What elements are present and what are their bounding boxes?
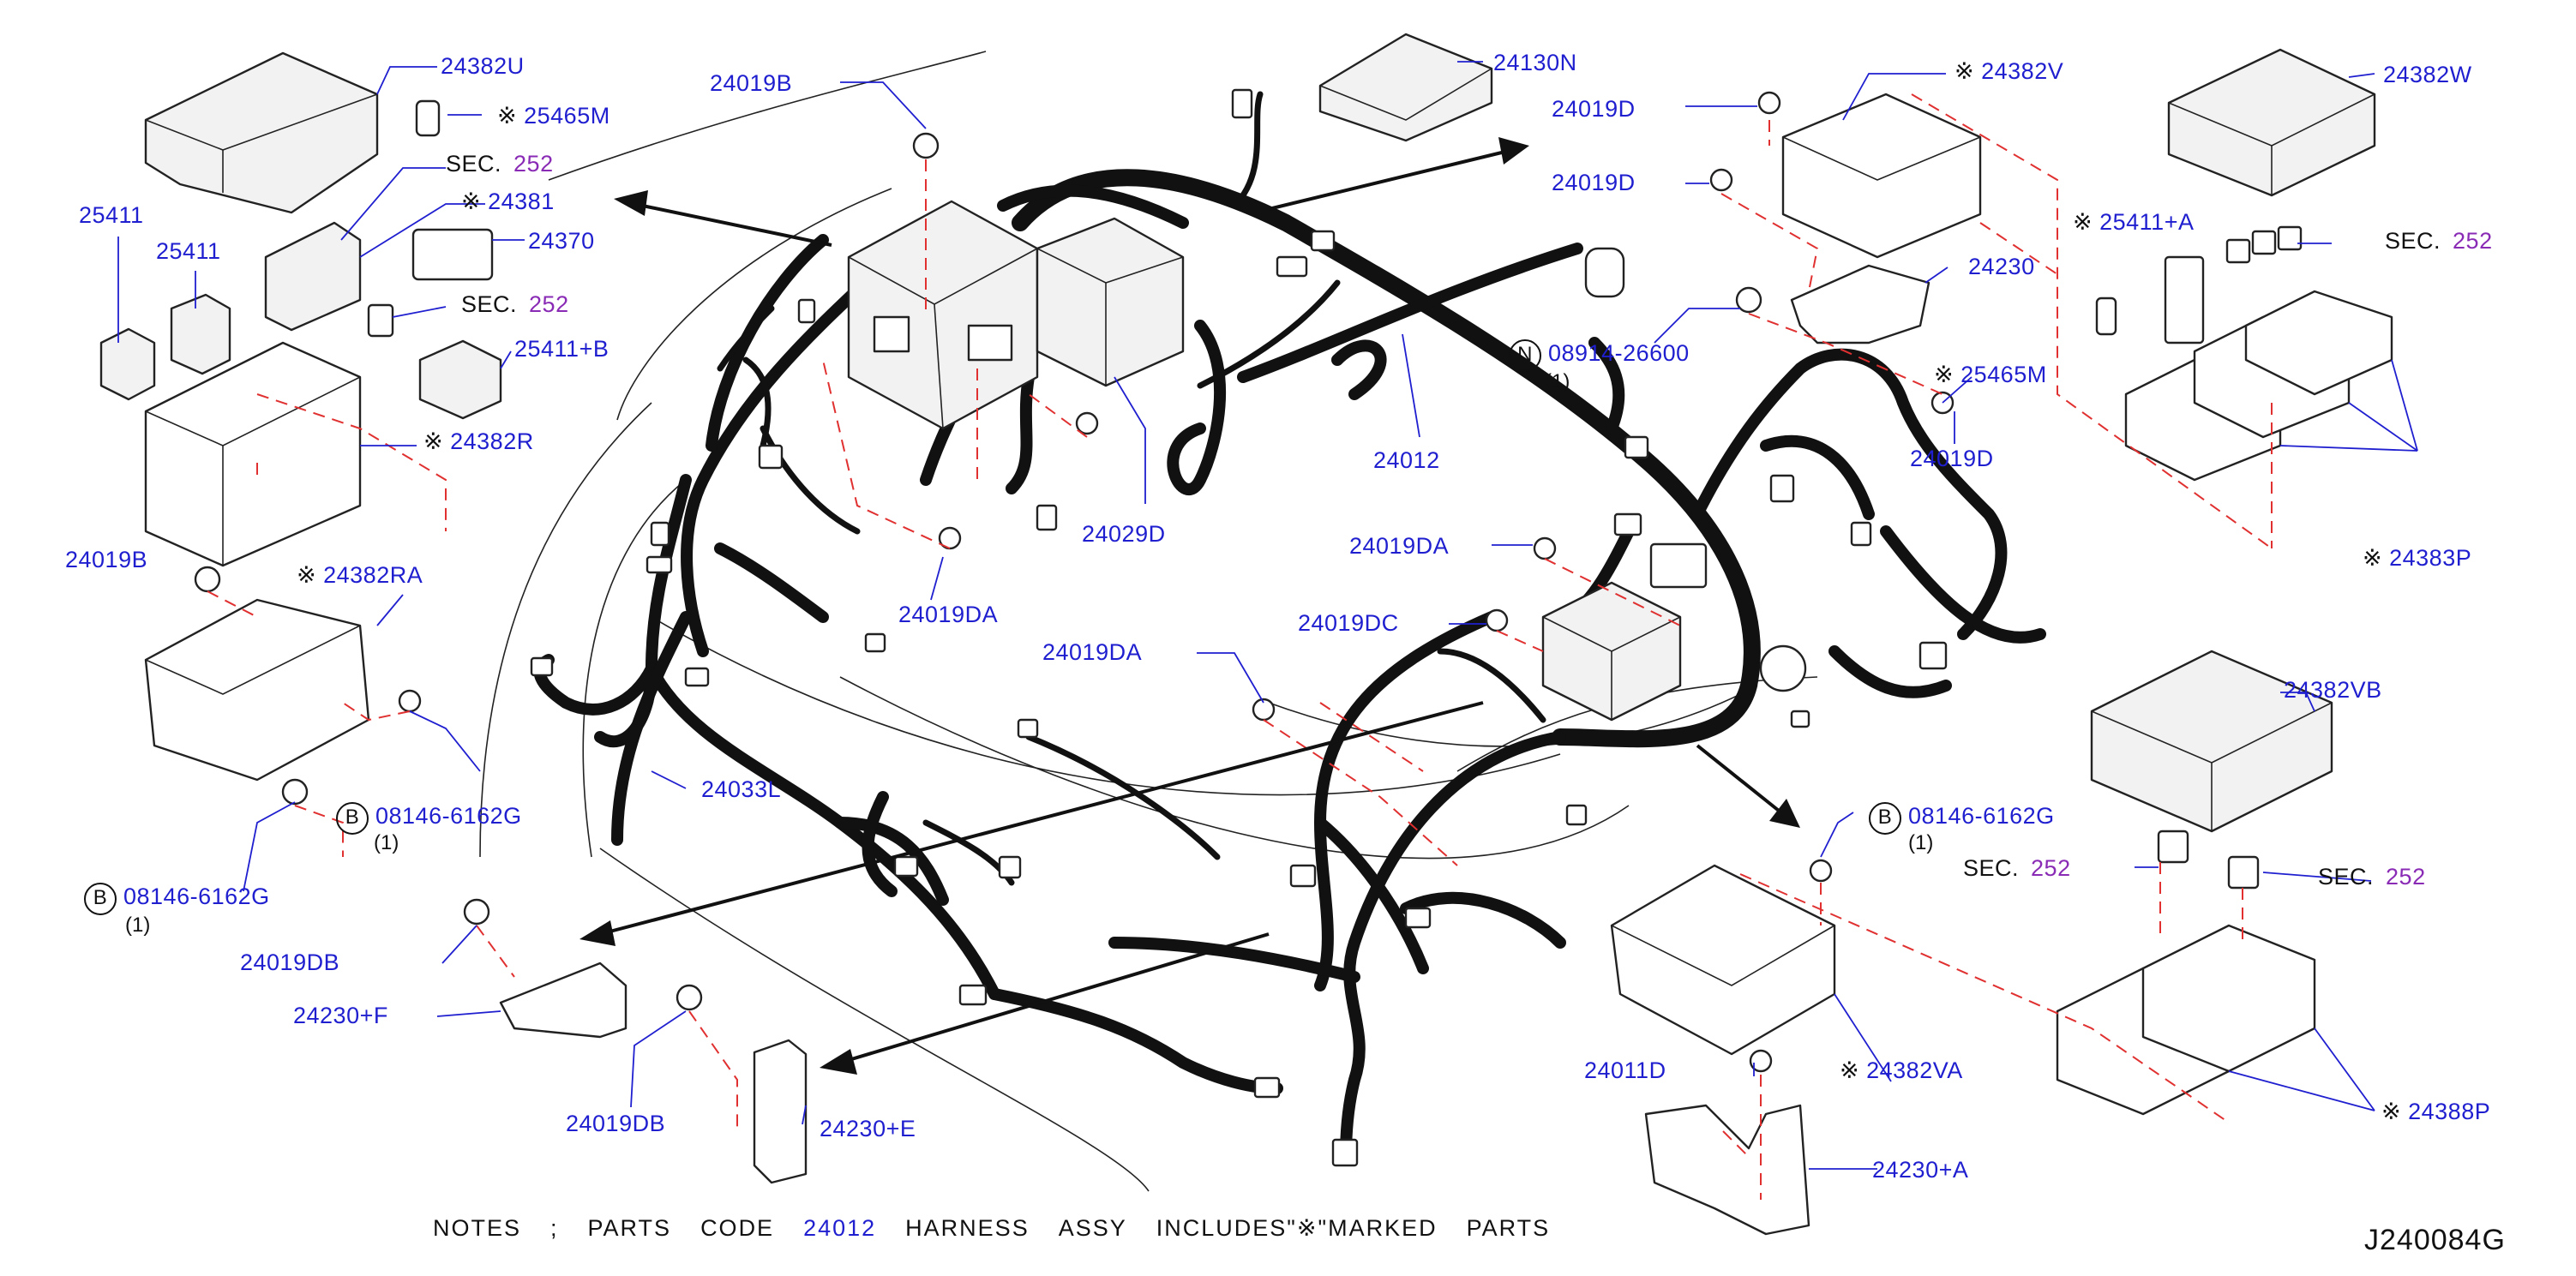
connectors (530, 88, 1948, 1167)
label-25411-a: 25411 (79, 202, 144, 228)
qty-08146-a: (1) (374, 831, 399, 854)
label-24382R: ※24382R (423, 428, 534, 454)
label-sec-252-c: SEC.252 (2385, 228, 2493, 254)
label-24019D-b: 24019D (1552, 170, 1636, 195)
label-24019DA-c: 24019DA (1042, 639, 1143, 665)
right-parts (912, 33, 2393, 1236)
qty-08914: (1) (1545, 370, 1570, 393)
drawing-reference: J240084G (2364, 1224, 2506, 1256)
assembly-lines (207, 93, 2273, 1200)
label-24019B-left: 24019B (65, 547, 148, 572)
relay-25411A (2164, 255, 2205, 344)
label-24230A: 24230+A (1872, 1157, 1969, 1183)
box-24382RA (144, 598, 370, 782)
relay-25411B (418, 339, 502, 420)
bracket-24230F (499, 961, 627, 1039)
cover-24382VB (2090, 650, 2333, 833)
label-24382RA: ※24382RA (297, 562, 423, 588)
label-25411B: 25411+B (514, 336, 609, 362)
label-25465M-top: ※25465M (497, 103, 610, 129)
label-24382V: ※24382V (1955, 58, 2064, 84)
label-24011D: 24011D (1584, 1057, 1666, 1083)
central-fuse-boxes (847, 200, 1682, 722)
bracket-24230A (1644, 1104, 1810, 1236)
label-sec-252-b: SEC.252 (461, 291, 569, 317)
qty-08146-b: (1) (125, 914, 151, 937)
label-24019DA-b: 24019DA (1349, 533, 1450, 559)
label-24388P: ※24388P (2381, 1099, 2491, 1124)
asterisk-mark: ※ (497, 103, 518, 129)
battery-24370 (411, 228, 494, 281)
label-24382VB: 24382VB (2284, 677, 2382, 703)
label-25465M-mid: ※25465M (1934, 362, 2047, 387)
qty-08146-c: (1) (1908, 831, 1934, 854)
box-24382R (144, 341, 362, 567)
label-sec-252-d: SEC.252 (1963, 855, 2071, 881)
label-24230F: 24230+F (293, 1003, 388, 1028)
label-24382VA: ※24382VA (1840, 1057, 1963, 1083)
label-sec-252-e: SEC.252 (2318, 864, 2426, 890)
label-24381: ※24381 (461, 189, 555, 214)
label-24230: 24230 (1968, 254, 2035, 279)
direction-arrows (579, 137, 1800, 1075)
relay-25411-b (170, 293, 231, 375)
label-24130N: 24130N (1493, 50, 1577, 75)
label-24019DC: 24019DC (1298, 610, 1399, 636)
box-24382V (1781, 93, 1982, 259)
label-25411A: ※25411+A (2073, 209, 2195, 235)
relay-25411-a (99, 327, 156, 401)
fuse-25465M-top (415, 99, 441, 137)
leader-lines (117, 61, 2418, 1170)
label-24019D-a: 24019D (1552, 96, 1636, 122)
module-24130N (1318, 33, 1493, 142)
label-24382W: 24382W (2383, 62, 2472, 87)
bracket-24230E (753, 1039, 808, 1184)
label-24029D: 24029D (1082, 521, 1166, 547)
label-25411-b: 25411 (156, 238, 221, 264)
clip-24019B (194, 566, 221, 593)
label-24382U: 24382U (441, 53, 525, 79)
label-24019DB-a: 24019DB (240, 950, 340, 975)
label-24012: 24012 (1373, 447, 1440, 473)
label-24019DB-b: 24019DB (566, 1111, 666, 1136)
label-24019DA-a: 24019DA (898, 602, 999, 627)
cover-24382W (2167, 48, 2376, 197)
cover-24382U (144, 51, 379, 214)
label-24019B-top: 24019B (710, 70, 793, 96)
left-harness (533, 305, 1283, 1094)
label-sec-252-a: SEC.252 (446, 151, 554, 177)
label-24383P: ※24383P (2363, 545, 2472, 571)
label-24370: 24370 (528, 228, 595, 254)
box-24382VA (1610, 864, 1836, 1056)
label-24033L: 24033L (701, 776, 782, 802)
bracket-24230 (1790, 264, 1930, 344)
label-24019D-c: 24019D (1910, 446, 1994, 471)
label-24230E: 24230+E (820, 1116, 916, 1141)
block-24381 (264, 221, 362, 332)
left-parts (99, 51, 808, 1184)
